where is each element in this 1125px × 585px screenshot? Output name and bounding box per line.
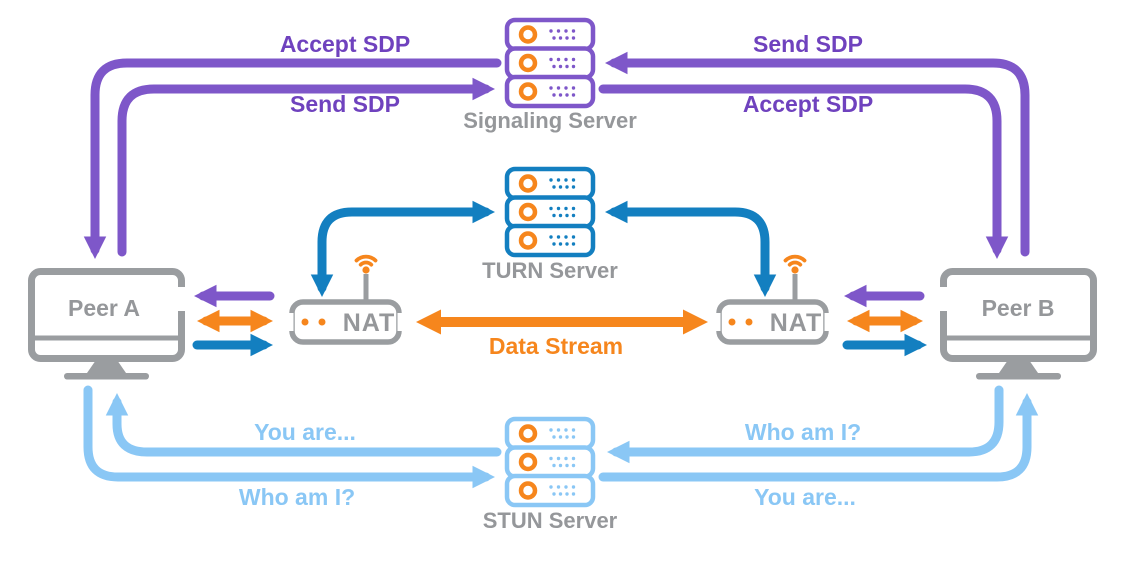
peer-a-node: Peer A [28,268,188,380]
wifi-icon [354,254,378,276]
peer-b-label: Peer B [982,295,1055,321]
router-border-gap [285,313,294,331]
router-icon [712,299,833,345]
stun-arrows [83,385,1039,489]
signaling-server-label: Signaling Server [463,108,637,133]
label-data-stream: Data Stream [489,333,623,359]
arrow-accept-sdp-left [83,58,502,259]
monitor-border-gap [177,287,188,311]
peer-b-nat-arrows [842,284,927,357]
label-who-am-i-right: Who am I? [745,419,861,445]
monitor-icon [936,268,1097,380]
arrow-send-sdp-left [117,77,495,257]
router-icon [285,299,406,345]
peer-a-nat-arrows [192,284,275,357]
stun-server-label: STUN Server [483,508,618,533]
label-send-sdp-right: Send SDP [753,31,863,57]
peer-b-node: Peer B [936,268,1097,380]
nat-right-node: NAT [712,254,833,345]
edge-labels: Accept SDP Send SDP Send SDP Accept SDP … [239,31,873,510]
label-you-are-left: You are... [254,419,356,445]
router-border-gap [824,313,833,331]
signaling-arrows [83,51,1030,259]
arrow-you-are-left [105,393,502,457]
label-who-am-i-left: Who am I? [239,484,355,510]
server-rack-icon [507,419,593,505]
label-you-are-right: You are... [754,484,856,510]
arrow-turn-right [605,200,777,297]
monitor-border-gap [936,287,947,311]
router-border-gap [712,313,721,331]
nat-left-label: NAT [343,309,396,337]
arrow-you-are-right [598,393,1039,482]
nat-left-node: NAT [285,254,406,345]
server-rack-icon [507,169,593,255]
monitor-icon [28,268,188,380]
turn-server-node: TURN Server [482,169,618,283]
label-accept-sdp-right: Accept SDP [743,91,873,117]
turn-arrows [310,200,777,297]
nat-right-label: NAT [770,309,823,337]
label-send-sdp-left: Send SDP [290,91,400,117]
arrow-send-sdp-right [605,51,1030,257]
stun-server-node: STUN Server [483,419,618,533]
label-accept-sdp-left: Accept SDP [280,31,410,57]
arrow-accept-sdp-right [598,84,1009,259]
server-rack-icon [507,20,593,106]
wifi-icon [783,254,807,276]
signaling-server-node: Signaling Server [463,20,637,133]
arrow-who-am-i-left [83,385,495,489]
router-border-gap [397,313,406,331]
turn-server-label: TURN Server [482,258,618,283]
peer-a-label: Peer A [68,295,140,321]
arrow-who-am-i-right [607,385,1004,464]
arrow-turn-left [310,200,495,297]
